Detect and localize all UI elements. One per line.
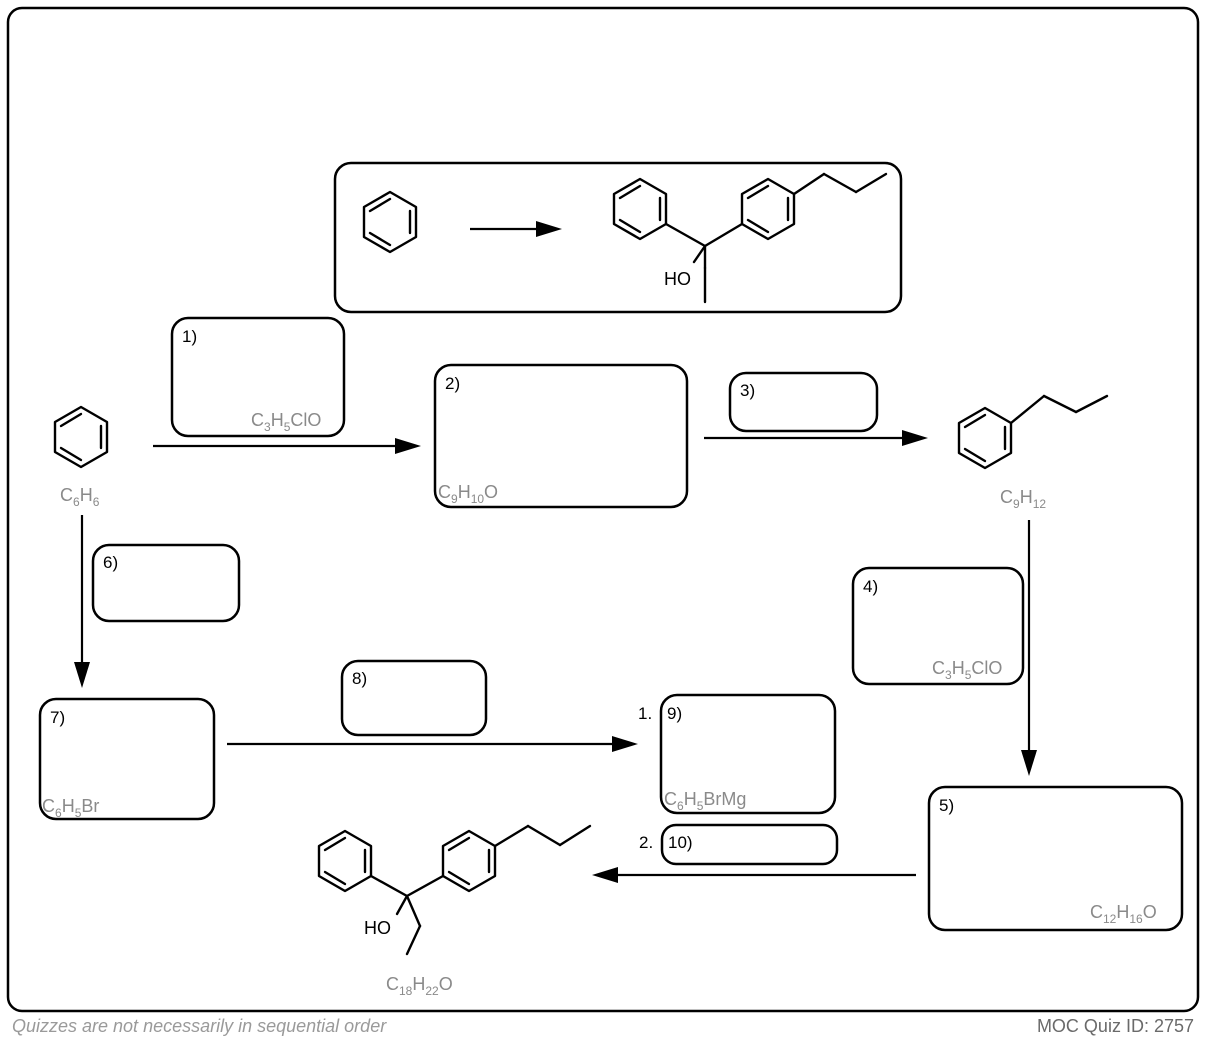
goal-product-structure: HO [612, 172, 888, 304]
answer-box-10-prefix: 2. [639, 833, 653, 852]
answer-box-2[interactable]: 2) C9H10O [433, 363, 689, 509]
answer-box-10[interactable]: 2. 10) [639, 823, 839, 866]
propylbenzene: C9H12 [957, 394, 1109, 511]
answer-box-1-formula: C3H5ClO [251, 410, 321, 434]
answer-box-3[interactable]: 3) [728, 371, 879, 433]
answer-box-10-label: 10) [668, 833, 693, 852]
answer-box-5-formula: C12H16O [1090, 902, 1157, 926]
answer-box-9-prefix: 1. [638, 704, 652, 723]
answer-box-9-label: 9) [667, 704, 682, 723]
final-product: HO C18H22O [317, 824, 592, 998]
answer-box-9[interactable]: 1. 9) C6H5BrMg [638, 693, 837, 815]
answer-box-8-label: 8) [352, 669, 367, 688]
answer-box-2-formula: C9H10O [438, 482, 498, 506]
answer-box-6-label: 6) [103, 553, 118, 572]
answer-box-1-label: 1) [182, 327, 197, 346]
answer-box-7-formula: C6H5Br [42, 796, 99, 820]
final-hydroxyl-label: HO [364, 918, 391, 938]
answer-box-5-label: 5) [939, 796, 954, 815]
answer-box-4[interactable]: 4) C3H5ClO [851, 566, 1025, 686]
arrow-benzene-to-7 [74, 515, 90, 688]
final-product-formula: C18H22O [386, 974, 453, 998]
quiz-id: MOC Quiz ID: 2757 [1036, 1016, 1194, 1036]
goal-box: HO [333, 161, 903, 314]
footer-note: Quizzes are not necessarily in sequentia… [12, 1016, 387, 1036]
answer-box-7[interactable]: 7) C6H5Br [38, 697, 216, 821]
goal-hydroxyl-label: HO [664, 269, 691, 289]
answer-box-2-label: 2) [445, 374, 460, 393]
arrow-propylbenzene-to-5 [1021, 520, 1037, 776]
answer-box-4-label: 4) [863, 577, 878, 596]
arrow-2-to-propylbenzene [704, 430, 928, 446]
arrow-5-to-product [592, 867, 916, 883]
answer-box-6[interactable]: 6) [91, 543, 241, 623]
benzene-formula: C6H6 [60, 485, 100, 509]
answer-box-3-label: 3) [740, 381, 755, 400]
answer-box-4-formula: C3H5ClO [932, 658, 1002, 682]
answer-box-9-formula: C6H5BrMg [664, 789, 746, 813]
answer-box-7-label: 7) [50, 708, 65, 727]
arrow-benzene-to-2 [153, 438, 421, 454]
answer-box-5[interactable]: 5) C12H16O [927, 785, 1184, 932]
answer-box-1[interactable]: 1) C3H5ClO [170, 316, 346, 438]
propylbenzene-formula: C9H12 [1000, 487, 1046, 511]
benzene-start: C6H6 [53, 405, 109, 509]
answer-box-8[interactable]: 8) [340, 659, 488, 737]
outer-frame [6, 6, 1200, 1013]
arrow-7-to-9 [227, 736, 638, 752]
